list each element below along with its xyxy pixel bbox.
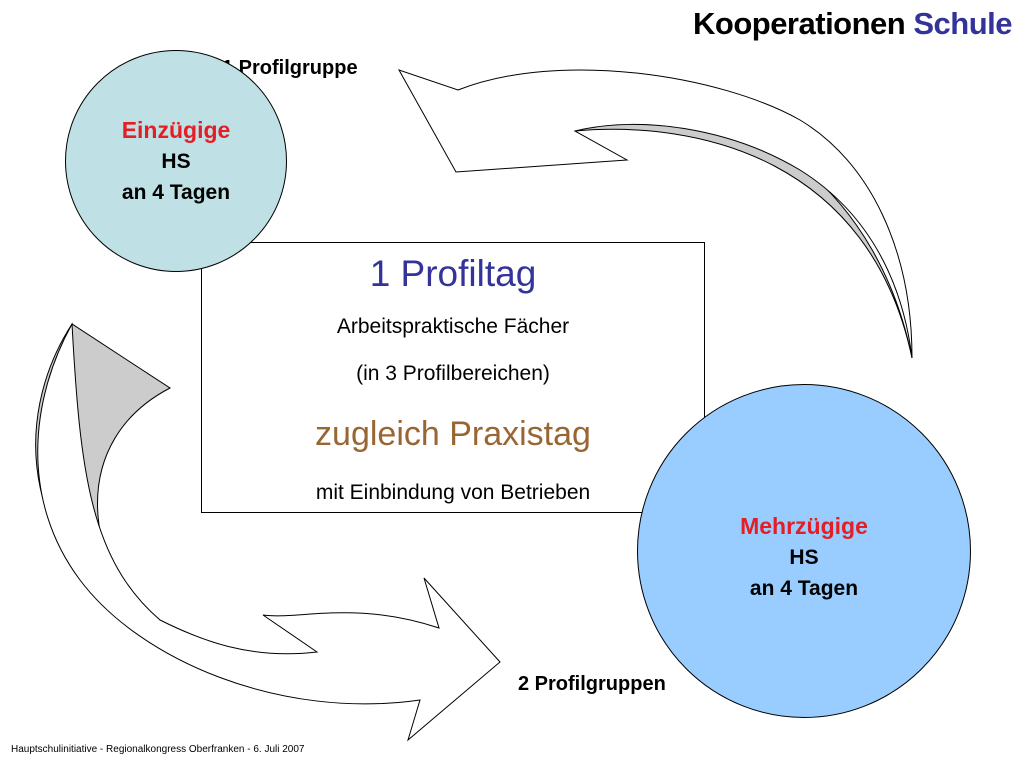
label-one-profile-group: 1 Profilgruppe (222, 57, 358, 79)
company-involvement-text: mit Einbindung von Betrieben (315, 481, 591, 504)
footer-text: Hauptschulinitiative - Regionalkongress … (11, 744, 305, 755)
title-main: Kooperationen (693, 6, 914, 41)
circle-top-line2: an 4 Tagen (121, 180, 231, 204)
circle-bottom-line2: an 4 Tagen (749, 576, 859, 600)
arrow-left-front (37, 322, 501, 742)
profile-areas-text: (in 3 Profilbereichen) (356, 362, 550, 385)
circle-top-line1: HS (161, 149, 191, 173)
title-accent: Schule (913, 6, 1012, 41)
label-two-profile-groups: 2 Profilgruppen (518, 673, 666, 695)
circle-single-track-school: Einzügige HS an 4 Tagen (65, 50, 287, 272)
subjects-text: Arbeitspraktische Fächer (336, 315, 570, 338)
circle-multi-track-school: Mehrzügige HS an 4 Tagen (637, 384, 971, 718)
profile-day-box: 1 Profiltag Arbeitspraktische Fächer (in… (201, 242, 705, 513)
profile-day-heading: 1 Profiltag (369, 253, 537, 294)
arrow-right-front (397, 69, 913, 359)
circle-bottom-title: Mehrzügige (740, 512, 868, 539)
practice-day-heading: zugleich Praxistag (315, 415, 591, 453)
circle-bottom-line1: HS (789, 545, 819, 569)
slide-title: Kooperationen Schule (693, 6, 1012, 42)
circle-top-title: Einzügige (121, 116, 231, 143)
